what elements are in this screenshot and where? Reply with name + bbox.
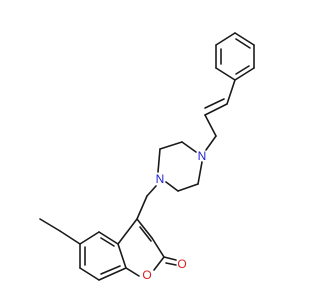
nitrogen-atom-bottom: N <box>156 172 165 186</box>
ethyl-group <box>39 218 81 245</box>
carbonyl-oxygen-atom: O <box>177 257 186 271</box>
methylene-linker <box>136 185 157 220</box>
pyranone-ring <box>117 218 177 277</box>
ring-oxygen-atom: O <box>142 268 151 282</box>
piperazine-ring <box>157 141 203 192</box>
cinnamyl-chain <box>204 79 236 151</box>
phenyl-ring <box>215 32 255 81</box>
nitrogen-atom-top: N <box>198 149 207 163</box>
benzo-ring <box>79 231 127 281</box>
structure-diagram: N N O O <box>39 32 255 282</box>
molecule-svg: N N O O <box>39 32 255 282</box>
